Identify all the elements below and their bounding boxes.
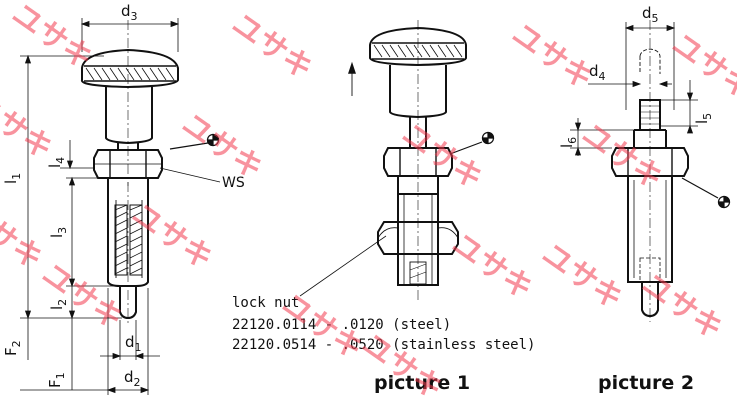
label-l2: l2 xyxy=(48,298,69,310)
picture-1-symbol xyxy=(449,131,495,155)
note-stainless: 22120.0514 - .0520 (stainless steel) xyxy=(232,337,536,353)
lock-nut-leader xyxy=(299,235,387,297)
note-lock-nut: lock nut xyxy=(232,295,300,311)
left-dimension-lines xyxy=(20,18,221,395)
label-d1: d1 xyxy=(125,333,142,354)
picture-2-symbol xyxy=(681,177,731,209)
left-symbol xyxy=(169,133,220,150)
caption-picture-1: picture 1 xyxy=(374,372,471,394)
label-l6: l6 xyxy=(558,136,579,148)
note-steel: 22120.0114 - .0120 (steel) xyxy=(232,317,452,333)
label-F1: F1 xyxy=(46,372,67,388)
label-ws: WS xyxy=(222,175,245,191)
picture-2-dimensions xyxy=(570,22,698,156)
label-d2: d2 xyxy=(124,368,141,389)
label-d4: d4 xyxy=(589,62,606,83)
left-plunger xyxy=(81,20,179,325)
label-l5: l5 xyxy=(693,112,714,124)
label-l3: l3 xyxy=(48,226,69,238)
label-d3: d3 xyxy=(121,2,138,23)
label-l4: l4 xyxy=(46,156,67,168)
label-F2: F2 xyxy=(2,340,23,356)
caption-picture-2: picture 2 xyxy=(598,372,695,394)
label-l1: l1 xyxy=(2,172,23,184)
picture-1-plunger xyxy=(348,20,467,300)
label-d5: d5 xyxy=(642,4,659,25)
picture-2-plunger xyxy=(611,20,689,322)
